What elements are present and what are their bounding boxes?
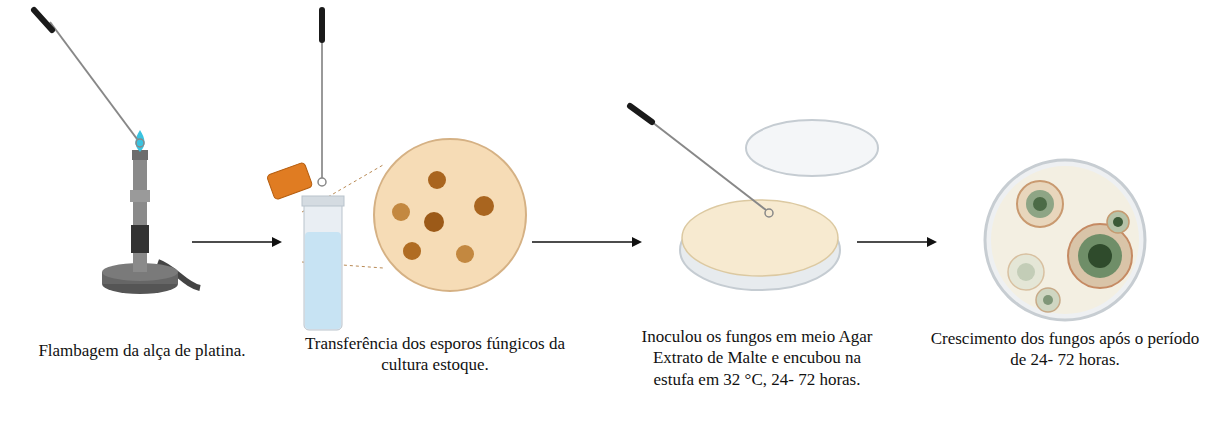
process-step: Crescimento dos fungos após o período de… [945,155,1140,325]
step-caption: Crescimento dos fungos após o período de… [929,328,1201,371]
flow-arrow [192,237,282,247]
step-caption: Flambagem da alça de platina. [7,340,277,361]
flow-arrow [857,237,937,247]
process-step: Transferência dos esporos fúngicos da cu… [290,120,530,300]
flow-arrow [532,237,642,247]
petri-dish-growth [985,160,1145,320]
petri-dish-inoculation [630,106,878,290]
process-step: Inoculou os fungos em meio Agar Extrato … [650,85,855,305]
bunsen-burner [34,10,200,294]
stock-culture-tube [266,10,526,330]
process-step: Flambagem da alça de platina. [95,10,190,300]
step-caption: Inoculou os fungos em meio Agar Extrato … [632,326,882,390]
step-caption: Transferência dos esporos fúngicos da cu… [285,333,585,376]
